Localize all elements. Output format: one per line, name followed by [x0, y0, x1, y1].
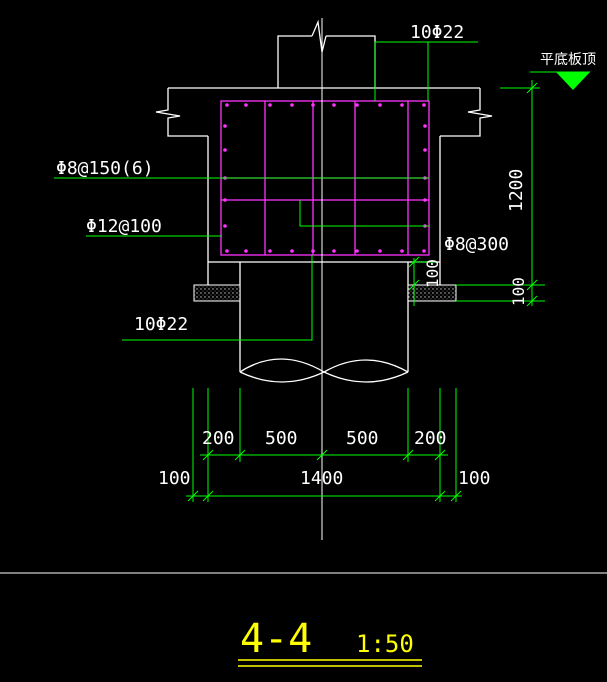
rebar-dot: [400, 249, 404, 253]
rebar-dot: [268, 249, 272, 253]
rebar-dot: [244, 249, 248, 253]
blinding-pad-left: [193, 284, 241, 302]
leader-top-rebar: [374, 41, 478, 101]
concrete-outline: [155, 19, 493, 383]
vertical-dimensions: [408, 80, 538, 307]
hdim-tick-c: [316, 449, 328, 461]
slab-break-left: [155, 88, 208, 137]
dim-overall: 1400: [300, 468, 343, 489]
dim-pad-right: 100: [458, 468, 491, 489]
label-stirrup: Φ8@150(6): [56, 158, 154, 179]
rebar-dot: [423, 148, 427, 152]
label-bottom-rebar: 10Φ22: [134, 314, 188, 335]
slab-break-right: [440, 88, 493, 137]
rebar-dots: [223, 103, 427, 253]
label-height-base: 100: [509, 277, 528, 306]
rebar-dot: [332, 249, 336, 253]
hdim-tick-b: [234, 449, 246, 461]
vdim-pad-tick-1: [408, 256, 420, 268]
blinding-pad-right: [407, 284, 457, 302]
rebar-dot: [311, 249, 315, 253]
rebar-dot: [378, 249, 382, 253]
rebar-dot: [355, 103, 359, 107]
pile-bottom-curve-3: [323, 371, 409, 383]
label-tie-bar: Φ8@300: [444, 234, 509, 255]
label-side-bar: Φ12@100: [86, 216, 162, 237]
rebar-dot: [290, 249, 294, 253]
rebar-dot: [332, 103, 336, 107]
title-scale: 1:50: [356, 630, 414, 658]
rebar-dot: [423, 198, 427, 202]
title-section: 4-4: [240, 616, 312, 662]
hdim-tick-g: [202, 490, 214, 502]
vdim-tick-1: [526, 82, 538, 94]
rebar-dot: [290, 103, 294, 107]
dim-seg-right-edge: 200: [414, 428, 447, 449]
level-marker-icon: [556, 72, 590, 90]
horizontal-dimensions: [186, 388, 462, 502]
rebar-dot: [244, 103, 248, 107]
rebar-dot: [223, 148, 227, 152]
rebar-dot: [223, 198, 227, 202]
dim-seg-right-mid: 500: [346, 428, 379, 449]
rebar-dot: [355, 249, 359, 253]
rebar-dot: [422, 103, 426, 107]
rebar-dot: [225, 103, 229, 107]
hdim-tick-i: [450, 490, 462, 502]
dim-seg-left-mid: 500: [265, 428, 298, 449]
pile-bottom-curve: [239, 359, 409, 383]
rebar-dot: [268, 103, 272, 107]
hdim-tick-h: [434, 490, 446, 502]
vdim-pad-tick-2: [408, 279, 420, 291]
column-stub-right: [326, 35, 376, 88]
hdim-tick-a: [202, 449, 214, 461]
vdim-tick-2: [526, 279, 538, 291]
rebar-dot: [225, 249, 229, 253]
label-height-pad: 100: [423, 259, 442, 288]
dim-seg-left-edge: 200: [202, 428, 235, 449]
leader-bottom-rebar: [122, 255, 313, 341]
rebar-dot: [223, 224, 227, 228]
hdim-tick-d: [402, 449, 414, 461]
column-break-mark: [311, 19, 327, 53]
label-height-total: 1200: [506, 169, 527, 212]
label-top-rebar: 10Φ22: [410, 22, 464, 43]
leader-tie-bar: [299, 200, 430, 227]
rebar-dot: [311, 103, 315, 107]
label-level-mark: 平底板顶: [540, 52, 596, 68]
rebar-dot: [400, 103, 404, 107]
hdim-tick-f: [187, 490, 199, 502]
column-stub-left: [277, 35, 312, 88]
dim-pad-left: 100: [158, 468, 191, 489]
rebar-dot: [378, 103, 382, 107]
leader-lines: [54, 41, 590, 341]
pile-bottom-curve-2: [239, 358, 325, 373]
rebar-dot: [422, 249, 426, 253]
hdim-tick-e: [434, 449, 446, 461]
rebar-dot: [423, 124, 427, 128]
rebar-dot: [223, 124, 227, 128]
vdim-tick-3: [526, 295, 538, 307]
